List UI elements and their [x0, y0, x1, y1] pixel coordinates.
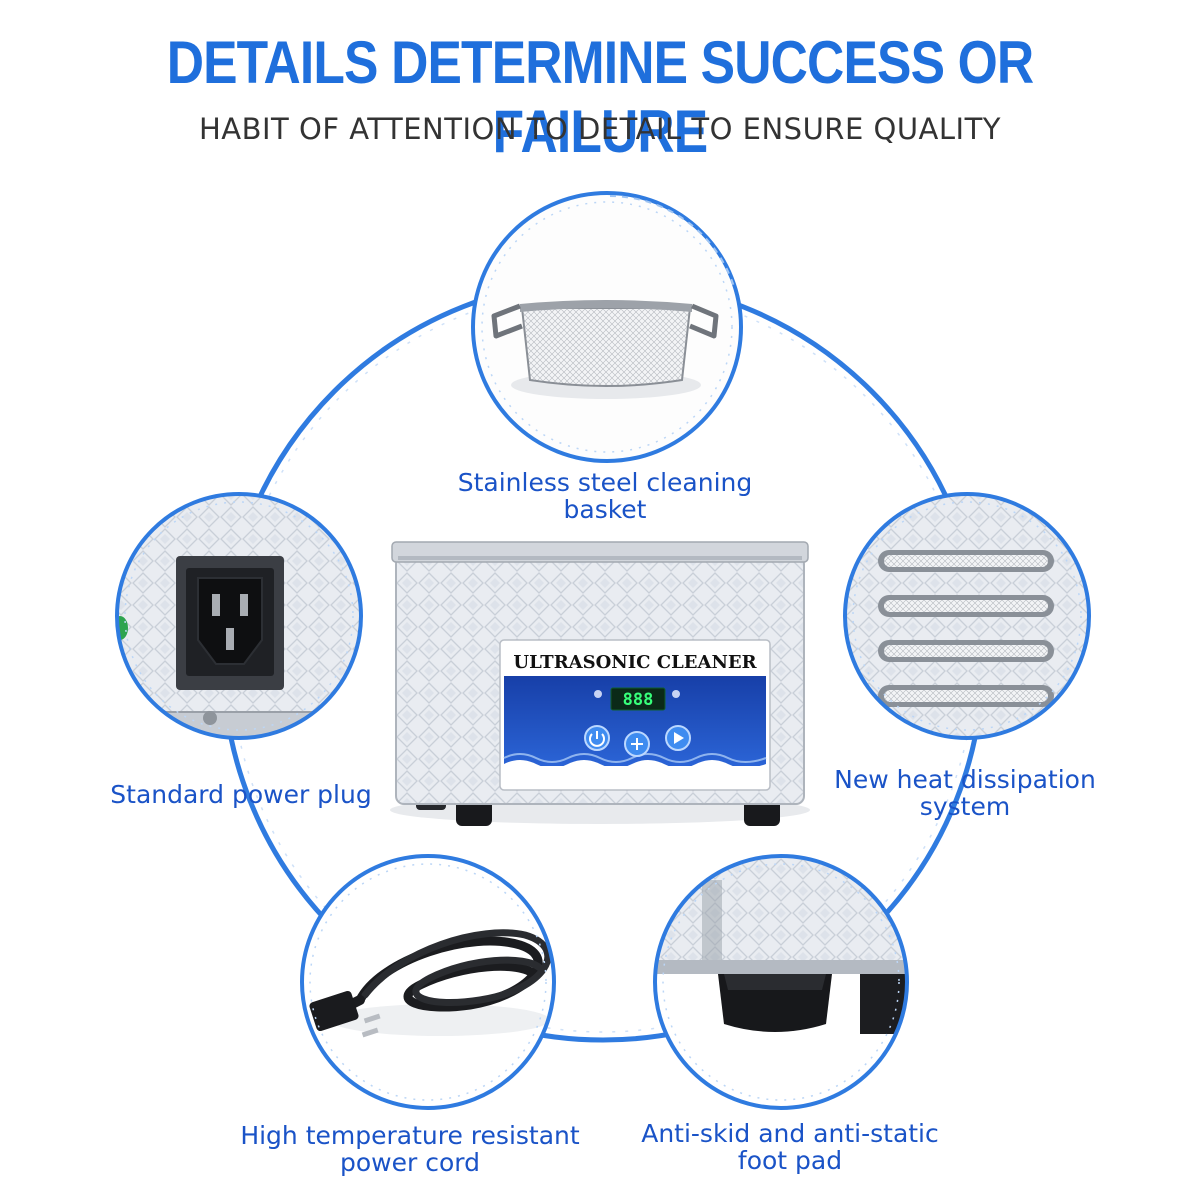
basket-detail-circle — [471, 191, 743, 463]
feature-label-foot-pad: Anti-skid and anti-static foot pad — [641, 1119, 939, 1175]
page-subtitle: HABIT OF ATTENTION TO DETAIL TO ENSURE Q… — [198, 112, 1002, 146]
power-plug-detail-circle — [115, 492, 363, 740]
power-cord-detail-circle — [300, 854, 556, 1110]
indicator-light — [594, 690, 602, 698]
feature-label-power-plug: Standard power plug — [110, 780, 372, 809]
timer-display: 888 — [623, 690, 654, 710]
foot-pad-detail-circle — [653, 854, 909, 1110]
panel-label: ULTRASONIC CLEANER — [513, 652, 757, 673]
ultrasonic-cleaner-image: ULTRASONIC CLEANER 888 — [390, 541, 810, 826]
page-title: DETAILS DETERMINE SUCCESS OR FAILURE — [166, 29, 1034, 165]
feature-label-heat-dissipation: New heat dissipation system — [834, 765, 1096, 821]
feature-label-basket: Stainless steel cleaning basket — [457, 468, 753, 524]
vent-slots — [878, 550, 1054, 707]
feature-label-power-cord: High temperature resistant power cord — [240, 1121, 580, 1177]
heat-vent-detail-circle — [843, 492, 1091, 740]
